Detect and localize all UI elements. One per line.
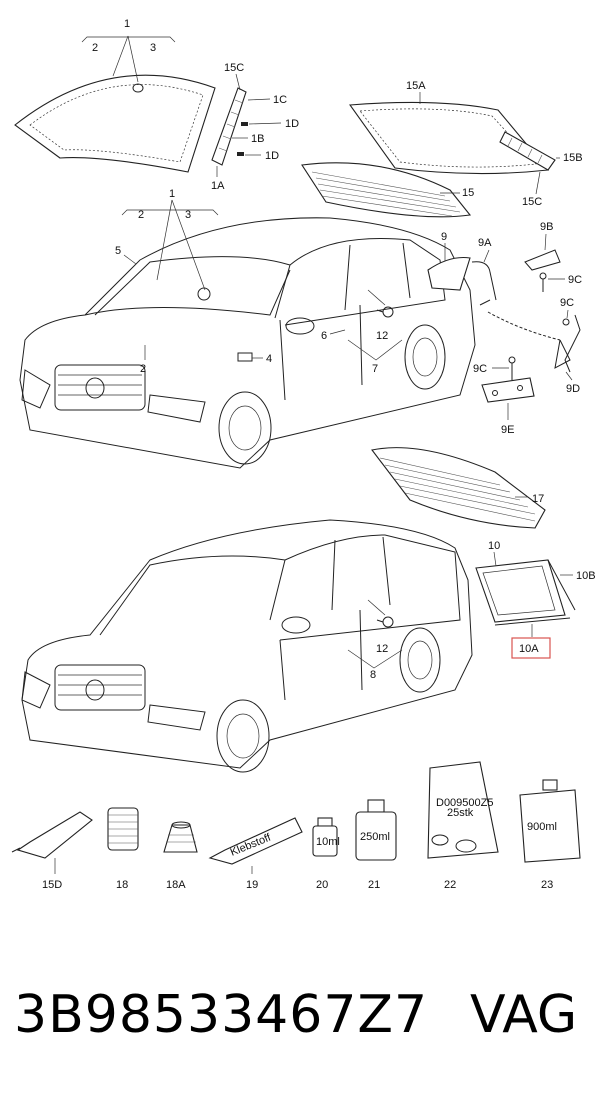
callout-21: 21 xyxy=(368,879,380,891)
callout-1B: 1B xyxy=(251,133,264,145)
rear-window-17 xyxy=(371,447,546,529)
door-handle-bolt-sedan xyxy=(376,306,394,318)
bag-22-label-1: D009500Z5 xyxy=(436,797,494,809)
callout-9B: 9B xyxy=(540,221,553,233)
bottle-21: 250ml xyxy=(355,799,397,861)
rear-window-strip xyxy=(499,131,556,171)
callout-3-top: 3 xyxy=(150,42,156,54)
can-23: 900ml xyxy=(519,779,581,863)
callout-1A: 1A xyxy=(211,180,225,192)
quarter-window xyxy=(427,256,471,291)
highlight-box-10A xyxy=(511,637,551,659)
callout-3-sedan: 3 xyxy=(185,209,191,221)
callout-4: 4 xyxy=(266,353,272,365)
callout-10A: 10A xyxy=(519,643,539,655)
callout-9E: 9E xyxy=(501,424,514,436)
callout-15B: 15B xyxy=(563,152,583,164)
callout-20: 20 xyxy=(316,879,328,891)
callout-18A: 18A xyxy=(166,879,186,891)
bottle-20-label: 10ml xyxy=(316,836,340,848)
spring-18A xyxy=(163,821,198,853)
callout-2-sedan-bottom: 2 xyxy=(140,363,146,375)
callout-12-sedan: 12 xyxy=(376,330,388,342)
bottle-21-label: 250ml xyxy=(360,831,390,843)
rear-window xyxy=(348,101,550,175)
bag-22-label-2: 25stk xyxy=(447,807,474,819)
callout-15A: 15A xyxy=(406,80,426,92)
callout-15D: 15D xyxy=(42,879,62,891)
callout-15C-top: 15C xyxy=(224,62,244,74)
callout-6: 6 xyxy=(321,330,327,342)
can-23-label: 900ml xyxy=(527,821,557,833)
callout-7: 7 xyxy=(372,363,378,375)
callout-1C: 1C xyxy=(273,94,287,106)
callout-8: 8 xyxy=(370,669,376,681)
callout-15: 15 xyxy=(462,187,474,199)
callout-22: 22 xyxy=(444,879,456,891)
callout-9: 9 xyxy=(441,231,447,243)
sedan-car xyxy=(19,217,476,469)
tube-19: Klebstoff xyxy=(208,817,303,865)
tube-15D xyxy=(11,811,93,859)
parts-diagram: 1 2 3 15C 1C 1D 1B 1D 1A 15A 15B 15C xyxy=(11,18,596,891)
callout-12-wagon: 12 xyxy=(376,643,388,655)
bag-22: D009500Z5 25stk xyxy=(427,761,499,859)
callout-23: 23 xyxy=(541,879,553,891)
brand-label: VAG xyxy=(470,985,578,1045)
callout-1-top: 1 xyxy=(124,18,130,30)
windscreen xyxy=(14,74,216,173)
callout-2-sedan-top: 2 xyxy=(138,209,144,221)
bracket-9E xyxy=(481,377,535,403)
rear-quarter-window-10 xyxy=(475,559,576,626)
callout-1-sedan: 1 xyxy=(169,188,175,200)
door-handle-bolt-wagon xyxy=(376,616,394,628)
callout-15C-right: 15C xyxy=(522,196,542,208)
callout-2-top: 2 xyxy=(92,42,98,54)
rear-side-window-15 xyxy=(301,162,472,218)
callout-9C-a: 9C xyxy=(568,274,582,286)
bracket-9B xyxy=(524,249,561,271)
callout-10B: 10B xyxy=(576,570,596,582)
callout-17: 17 xyxy=(532,493,544,505)
callout-9D: 9D xyxy=(566,383,580,395)
windscreen-trim-strip xyxy=(211,87,248,166)
spring-18 xyxy=(107,807,139,851)
callout-18: 18 xyxy=(116,879,128,891)
callout-5: 5 xyxy=(115,245,121,257)
callout-9C-b: 9C xyxy=(560,297,574,309)
callout-1D-b: 1D xyxy=(265,150,279,162)
callout-9A: 9A xyxy=(478,237,492,249)
bottle-20: 10ml xyxy=(312,817,340,857)
callout-1D-a: 1D xyxy=(285,118,299,130)
wagon-car xyxy=(21,519,473,773)
callout-10: 10 xyxy=(488,540,500,552)
callout-19: 19 xyxy=(246,879,258,891)
callout-9C-c: 9C xyxy=(473,363,487,375)
part-number: 3B98533467Z7 xyxy=(14,985,429,1045)
